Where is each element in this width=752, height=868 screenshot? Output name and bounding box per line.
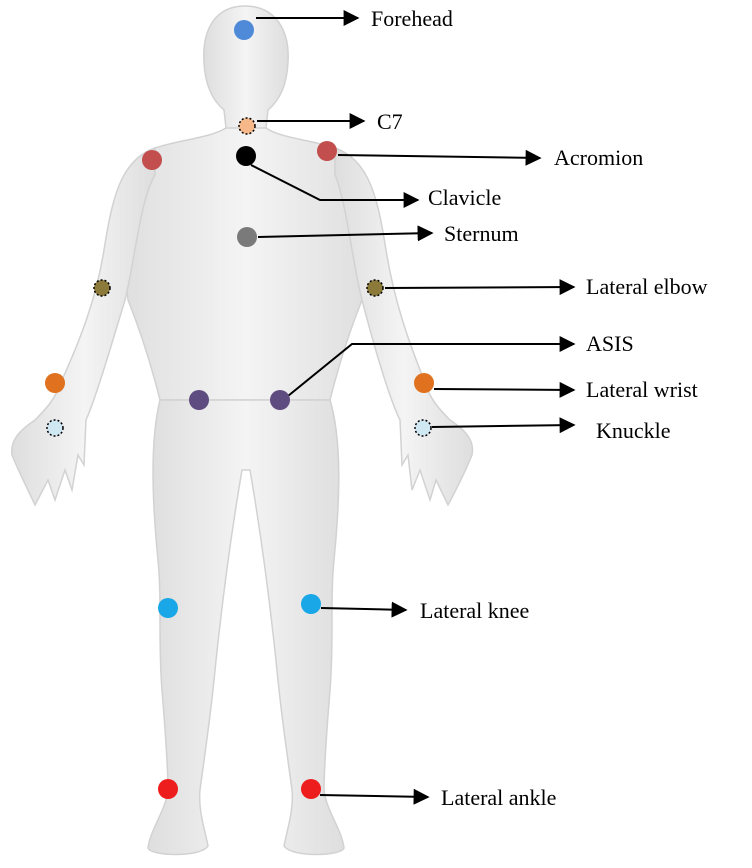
asis-marker-right [270,390,290,410]
lateral-knee-label: Lateral knee [420,600,529,622]
lateral-ankle-arrow [320,795,428,797]
acromion-marker-right [317,141,337,161]
asis-label: ASIS [586,333,634,355]
lateral-ankle-label: Lateral ankle [441,787,556,809]
acromion-label: Acromion [554,147,643,169]
lateral-wrist-label: Lateral wrist [586,379,698,401]
sternum-label: Sternum [444,223,519,245]
lateral-ankle-marker-right [301,779,321,799]
clavicle-marker [236,146,256,166]
left-arm [12,148,155,505]
c7-label: C7 [377,111,403,133]
knuckle-marker-left [47,420,63,436]
forehead-marker [234,20,254,40]
lateral-ankle-marker-left [158,779,178,799]
lateral-elbow-marker-left [94,280,110,296]
lateral-elbow-arrow [385,287,574,288]
sternum-marker [237,227,257,247]
c7-marker [239,118,255,134]
lateral-elbow-marker-right [367,280,383,296]
lateral-knee-marker-right [301,594,321,614]
clavicle-label: Clavicle [428,187,501,209]
knuckle-marker-right [415,420,431,436]
acromion-arrow [338,155,540,158]
lateral-knee-arrow [321,608,406,610]
asis-marker-left [189,390,209,410]
lateral-elbow-label: Lateral elbow [586,276,708,298]
forehead-label: Forehead [371,8,453,30]
lateral-wrist-arrow [434,389,574,390]
lateral-wrist-marker-left [45,373,65,393]
lateral-wrist-marker-right [414,373,434,393]
lateral-knee-marker-left [158,598,178,618]
acromion-marker-left [142,150,162,170]
knuckle-label: Knuckle [596,420,671,442]
